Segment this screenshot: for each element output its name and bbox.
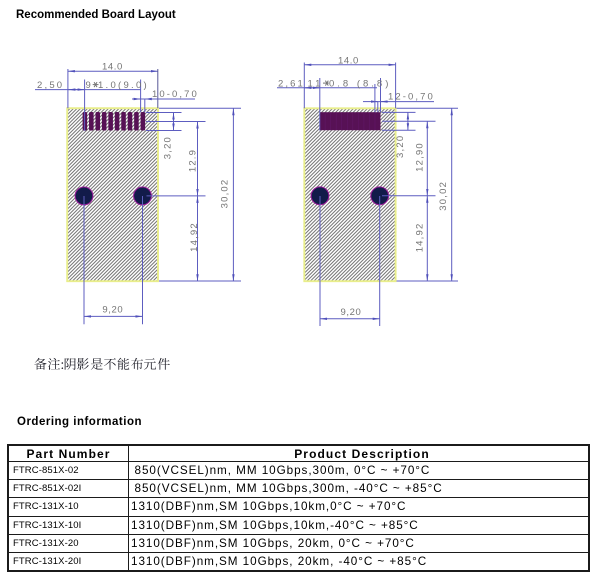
svg-text:14,92: 14,92	[415, 223, 426, 253]
svg-text:3,20: 3,20	[163, 136, 174, 159]
svg-text:14,92: 14,92	[189, 222, 200, 252]
svg-text:30,02: 30,02	[438, 181, 449, 211]
svg-text:12.9: 12.9	[188, 149, 199, 172]
svg-text:12-0,70: 12-0,70	[388, 92, 435, 103]
svg-text:9,20: 9,20	[102, 305, 123, 316]
svg-text:11 0.8 (8.8): 11 0.8 (8.8)	[308, 79, 392, 90]
svg-text:2,50: 2,50	[37, 80, 64, 91]
svg-text:9 1.0(9.0): 9 1.0(9.0)	[86, 80, 149, 91]
svg-text:3,20: 3,20	[395, 135, 406, 158]
svg-text:14.0: 14.0	[338, 55, 359, 66]
svg-text:2,61: 2,61	[278, 79, 305, 90]
svg-text:12,90: 12,90	[415, 142, 426, 172]
svg-text:14.0: 14.0	[102, 62, 123, 73]
svg-text:30,02: 30,02	[220, 179, 231, 209]
svg-text:10-0,70: 10-0,70	[152, 89, 199, 100]
svg-text:9,20: 9,20	[341, 307, 362, 318]
